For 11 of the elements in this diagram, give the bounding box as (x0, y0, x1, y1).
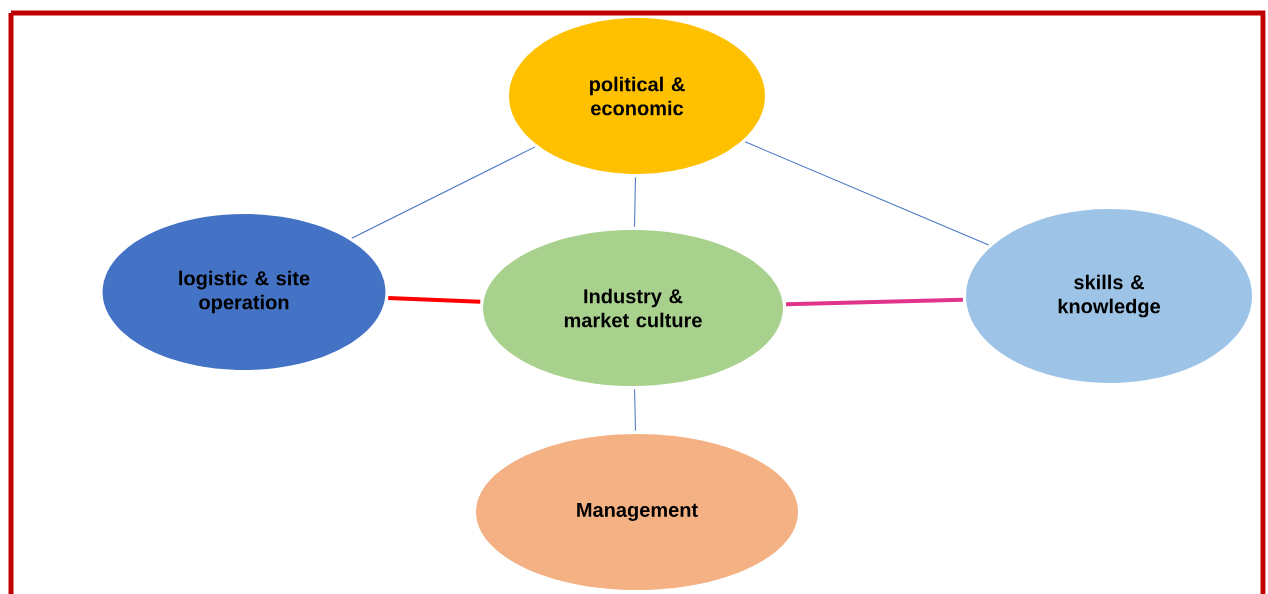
connector-line (634, 176, 636, 228)
connector-line (388, 295, 481, 304)
connector-line (744, 141, 990, 246)
connector-line (351, 146, 536, 239)
connector-line (786, 297, 963, 307)
ellipse-node: political & economic (509, 18, 765, 174)
ellipse-node: logistic & site operation (102, 214, 386, 370)
ellipse-node: Management (476, 434, 798, 590)
ellipse-node: Industry & market culture (483, 230, 783, 386)
ellipse-node: skills & knowledge (966, 209, 1252, 383)
connector-line (634, 388, 636, 432)
